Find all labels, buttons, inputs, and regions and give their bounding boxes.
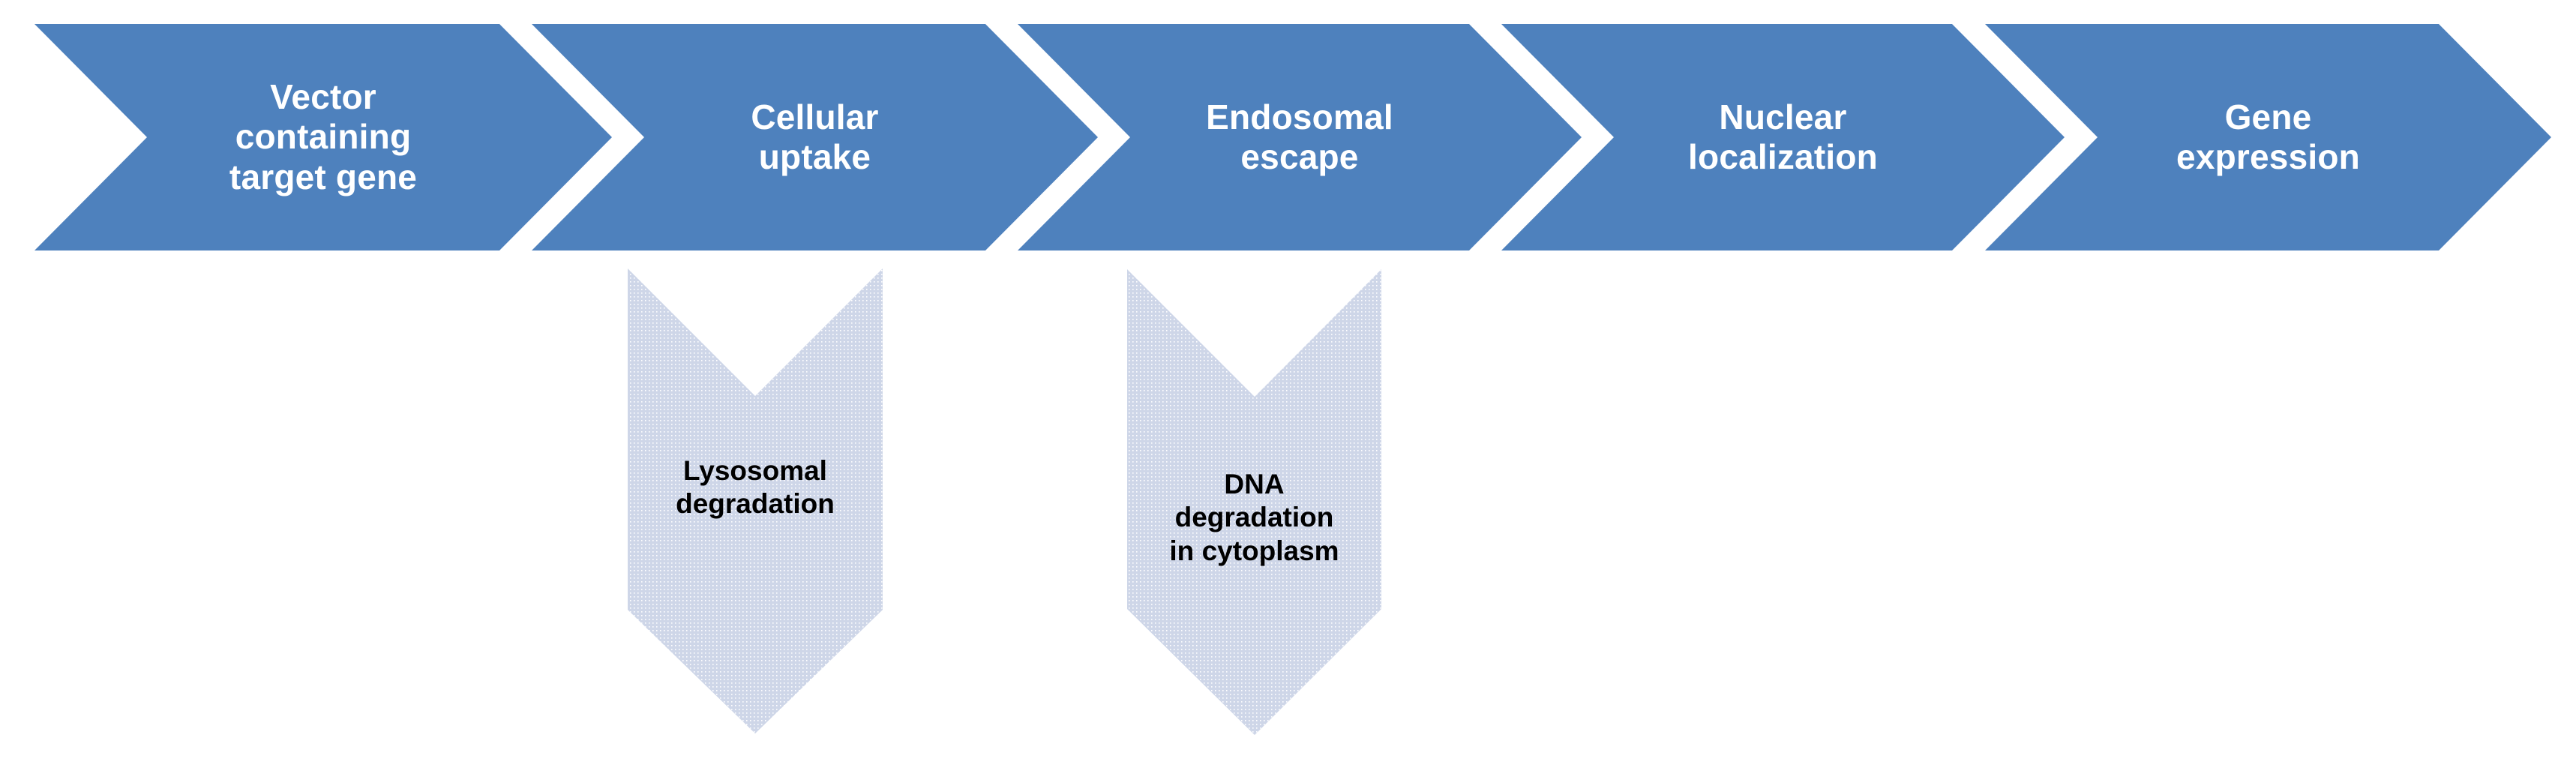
- chevron-step-4[interactable]: [1501, 24, 2065, 250]
- chevron-steps-group: [34, 24, 2551, 250]
- down-arrow-loss-2[interactable]: [1127, 269, 1381, 735]
- chevron-step-3[interactable]: [1018, 24, 1582, 250]
- chevron-step-5[interactable]: [1985, 24, 2551, 250]
- chevron-step-2[interactable]: [532, 24, 1098, 250]
- chevron-step-1[interactable]: [34, 24, 612, 250]
- loss-arrows-group: [628, 268, 1381, 735]
- down-arrow-loss-1[interactable]: [628, 268, 883, 734]
